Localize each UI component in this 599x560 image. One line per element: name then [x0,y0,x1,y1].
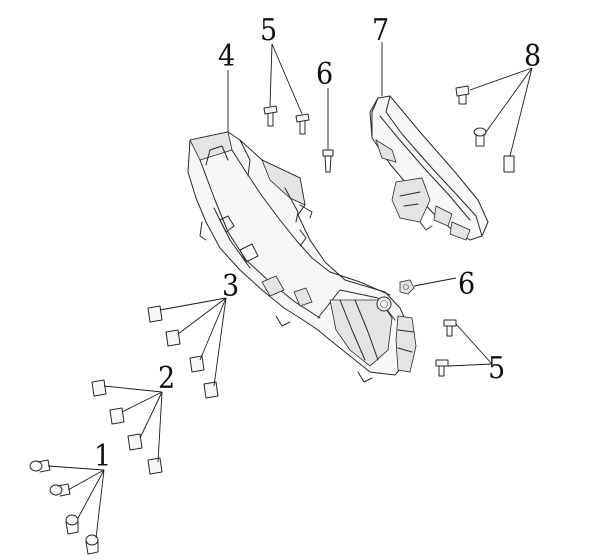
fastener-3d [203,381,219,399]
bolt-8c [503,155,515,173]
main-housing-part [187,131,417,383]
callout-5-top: 5 [260,13,277,48]
screw-5d [435,359,449,377]
callout-4: 4 [218,39,235,74]
callout-6-top: 6 [316,57,333,92]
fastener-3a [147,305,163,323]
fastener-3c [189,355,205,373]
fastener-2d [147,457,163,475]
callout-8: 8 [524,39,541,74]
fastener-2b [109,407,125,425]
bolt-8a [455,85,470,105]
fastener-2a [91,379,107,397]
callout-1: 1 [94,439,111,474]
callout-6-right: 6 [458,267,475,302]
callout-3: 3 [222,269,239,304]
leader-lines [47,42,533,539]
callout-5-right: 5 [488,351,505,386]
side-cover-part [369,95,489,241]
bolt-1b [49,483,71,497]
callout-7: 7 [372,13,389,48]
fastener-3b [165,329,181,347]
bolt-8b [473,127,487,147]
clip-6a [322,149,334,173]
screw-5b [295,113,310,135]
callout-2: 2 [158,361,175,396]
bolt-1a [29,459,51,473]
screw-5c [443,319,457,337]
clip-6b [399,279,415,295]
fastener-2c [127,433,143,451]
bolt-1c [65,514,79,535]
screw-5a [263,105,278,127]
bolt-1d [85,534,99,555]
